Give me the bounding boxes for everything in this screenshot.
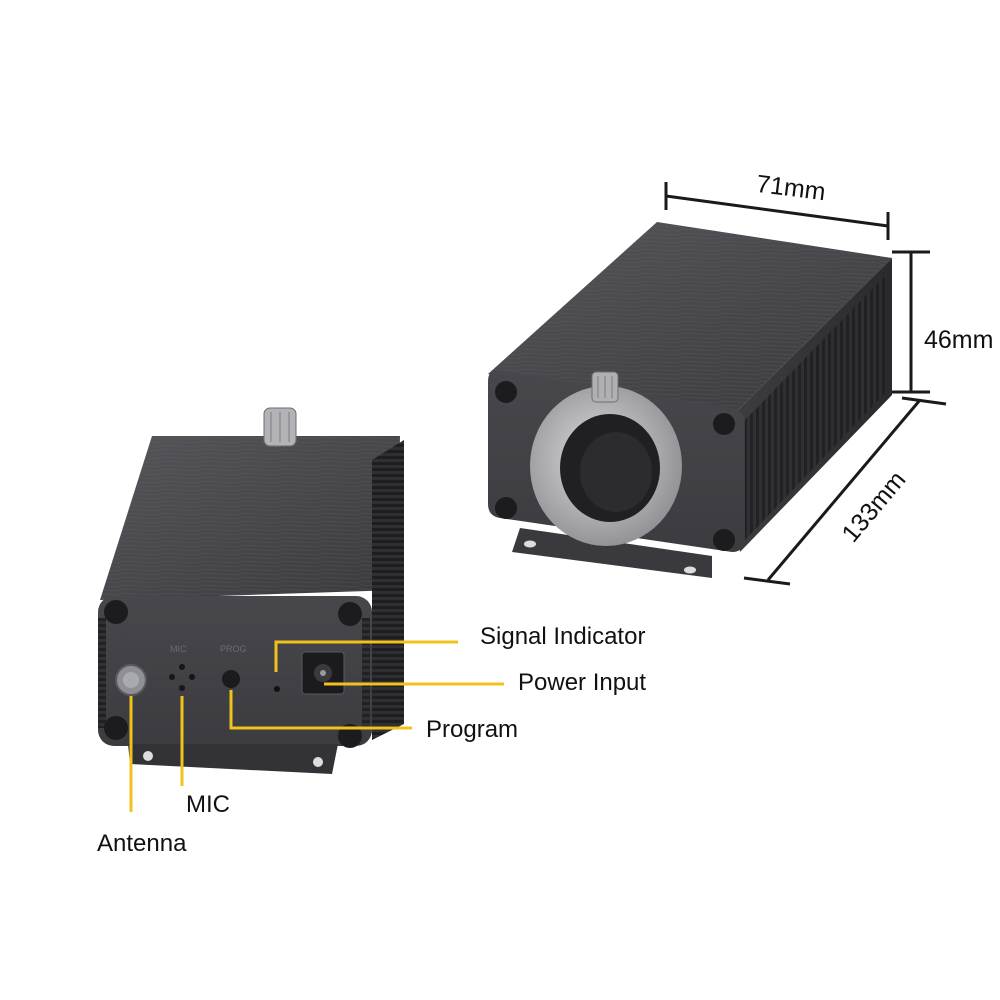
- lens-inner-shadow: [580, 432, 652, 512]
- mic-label: MIC: [186, 791, 230, 818]
- right-unit-top-texture: [488, 222, 892, 410]
- signal-indicator-leader: [274, 640, 458, 672]
- power-input-label: Power Input: [518, 669, 646, 696]
- width-label: 71mm: [755, 170, 827, 206]
- left-unit: MIC PROG: [98, 407, 404, 774]
- signal-indicator-led: [274, 686, 280, 692]
- callout-lines: [129, 640, 504, 812]
- dimension-lines: [664, 182, 947, 586]
- width-dimension-line: [665, 194, 889, 228]
- left-unit-top-texture: [100, 436, 400, 600]
- mic-grille: [169, 664, 195, 691]
- program-label: Program: [426, 716, 518, 743]
- corner-hole-tr: [713, 413, 735, 435]
- program-leader: [229, 690, 412, 730]
- length-dimension-line: [766, 399, 922, 581]
- left-unit-side-fins: [372, 440, 404, 740]
- panel-hole-bl: [104, 716, 128, 740]
- corner-hole-tl: [495, 381, 517, 403]
- length-label: 133mm: [836, 466, 911, 548]
- panel-hole-br: [338, 724, 362, 748]
- bracket-hole-right: [684, 566, 696, 574]
- panel-hole-tl: [104, 600, 128, 624]
- corner-hole-bl: [495, 497, 517, 519]
- left-unit-bracket: [128, 744, 338, 774]
- signal-indicator-label: Signal Indicator: [480, 623, 645, 650]
- right-unit: [488, 222, 892, 578]
- program-button: [222, 670, 240, 688]
- height-label: 46mm: [924, 326, 993, 354]
- panel-mic-print: MIC: [170, 644, 187, 654]
- antenna-label: Antenna: [97, 830, 187, 857]
- bracket-hole-left: [524, 540, 536, 548]
- panel-hole-tr: [338, 602, 362, 626]
- panel-program-print: PROG: [220, 644, 247, 654]
- corner-hole-br: [713, 529, 735, 551]
- right-unit-side-fins: [745, 275, 886, 540]
- right-unit-bracket: [512, 528, 712, 578]
